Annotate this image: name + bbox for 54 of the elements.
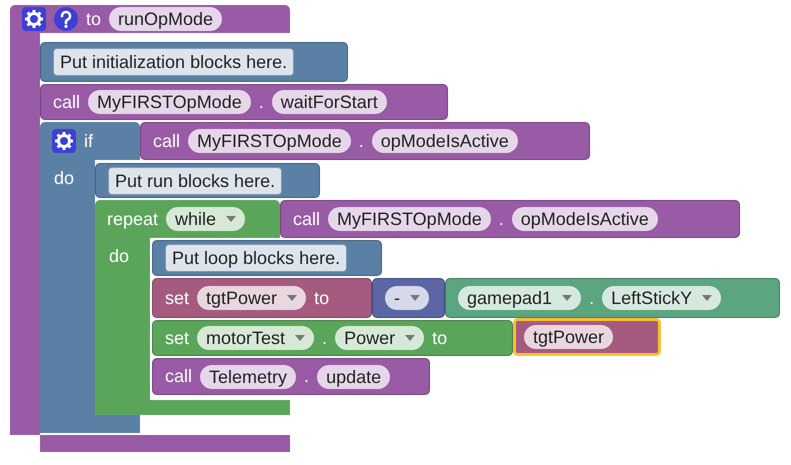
comment-text: Put initialization blocks here. [53,48,294,76]
name-field: update [317,364,390,388]
comment-text: Put loop blocks here. [165,244,348,272]
dropdown-field: Power [335,326,424,350]
dropdown-field: tgtPower [197,286,306,310]
dropdown-field: while [166,207,246,231]
name-field: opModeIsActive [372,129,518,153]
call-block [280,200,740,238]
comment-block [95,163,320,198]
block-label: call [165,366,192,387]
block-label: to [86,8,102,30]
block-label: set [165,288,190,308]
block-label: . [358,130,364,152]
comment-block [152,240,382,276]
repeat-block [95,200,280,238]
call-block [40,84,448,120]
dropdown-field: - [385,286,429,310]
block-label: call [153,130,180,152]
block-label: do [54,168,74,189]
name-field: tgtPower [524,325,614,349]
call-block [152,358,430,395]
block-label: . [258,92,264,112]
block-label: . [304,366,310,387]
block-label: . [498,208,504,230]
dropdown-field: LeftStickY [602,286,722,310]
set-block [152,320,513,356]
name-field: Telemetry [200,364,296,388]
block-label: to [314,288,330,308]
comment-block [40,42,348,82]
block-label: call [53,92,80,112]
name-field: MyFIRSTOpMode [188,129,351,153]
block-label: call [293,208,320,230]
name-field: runOpMode [109,7,222,31]
block-label: to [432,328,448,348]
dropdown-field: motorTest [197,326,314,350]
variable-block [513,318,661,356]
block-label: if [84,130,93,152]
block-label: do [109,246,130,267]
block-label: repeat [107,208,158,230]
block-label: . [589,288,594,308]
name-field: waitForStart [272,90,387,114]
if-block [40,122,140,160]
block-label: . [322,328,328,348]
name-field: MyFIRSTOpMode [328,207,491,231]
procedure-block [10,5,290,33]
comment-text: Put run blocks here. [108,166,282,194]
dropdown-field: gamepad1 [458,286,582,310]
negate-block [372,278,445,318]
call-block [140,122,590,160]
block-label: set [165,328,190,348]
getter-block [445,278,780,318]
name-field: MyFIRSTOpMode [88,90,251,114]
name-field: opModeIsActive [512,207,658,231]
set-block [152,278,372,318]
